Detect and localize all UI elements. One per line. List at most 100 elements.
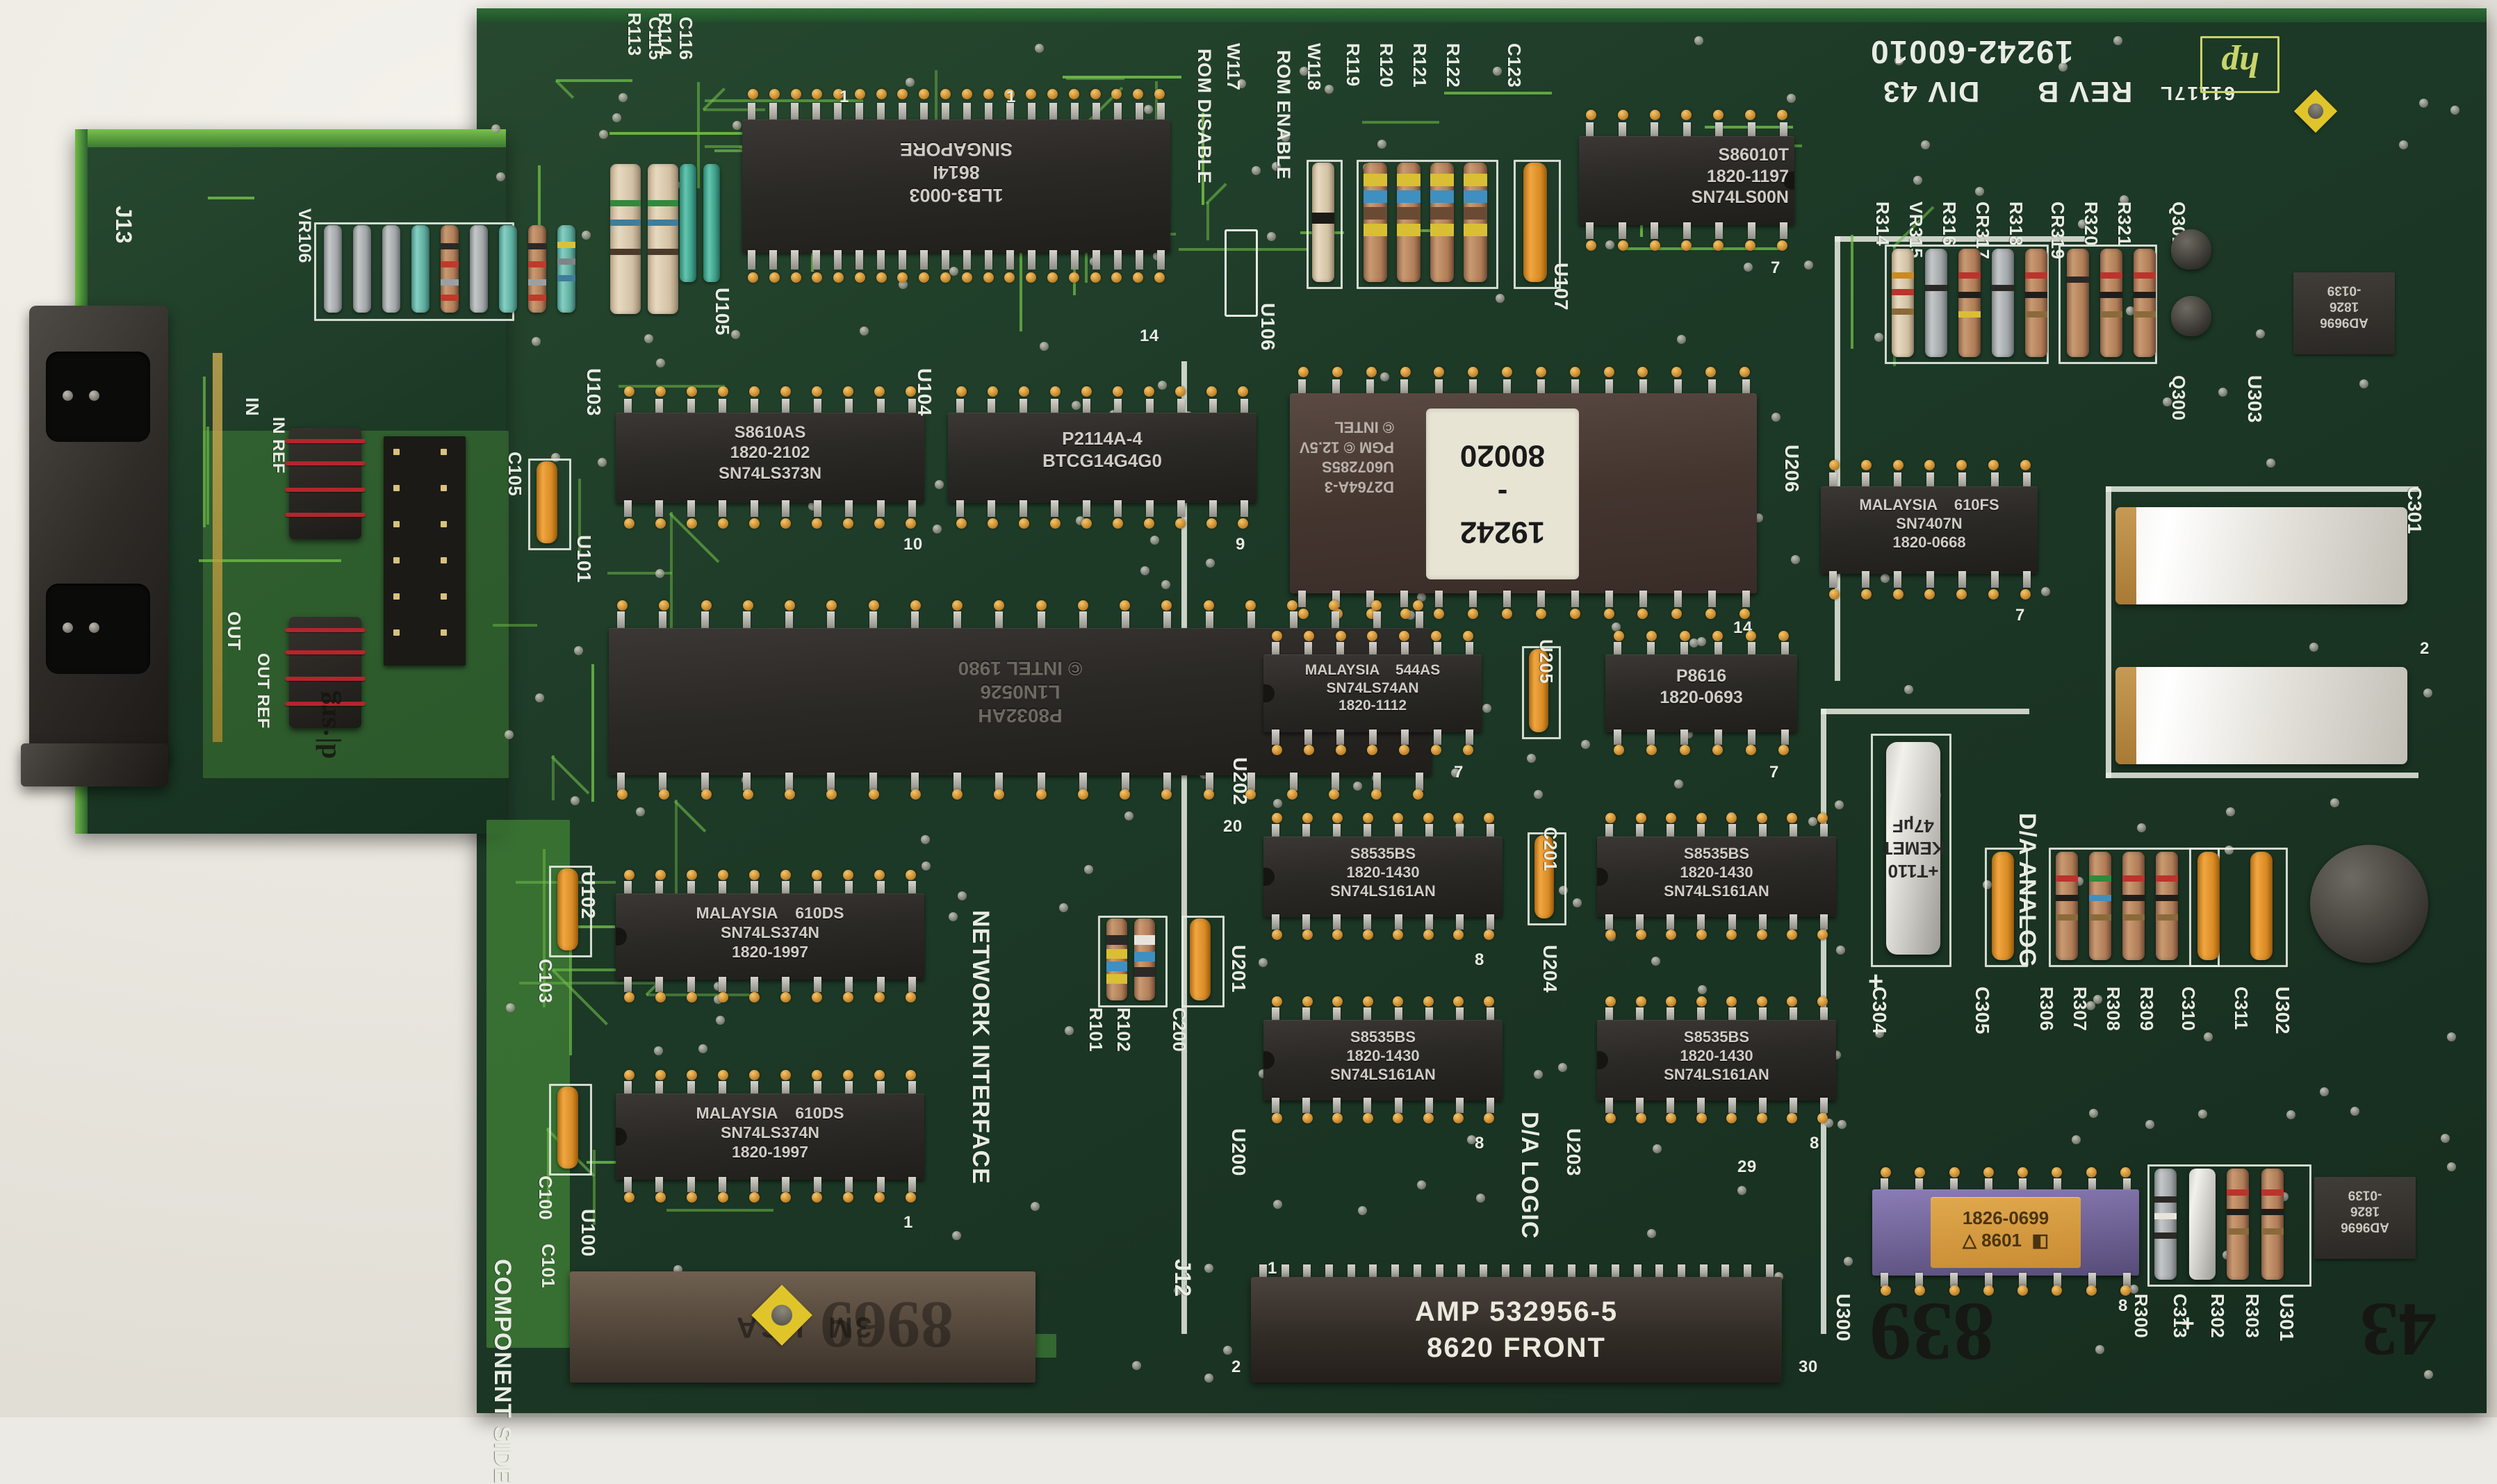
pin-number: 8	[1810, 1134, 1819, 1153]
resistor-r306	[2056, 852, 2078, 960]
solder-pads	[624, 518, 916, 529]
silk-outline-capacitors	[2106, 486, 2111, 778]
ic-u103: S8610AS 1820-2102 SN74LS373N	[616, 413, 924, 503]
solder-pads	[1298, 367, 1750, 377]
ref-c313: C301	[2404, 486, 2425, 534]
ref-r121: R121	[1409, 43, 1430, 88]
resistor-r307	[2089, 852, 2111, 960]
capacitor-c105	[537, 461, 557, 543]
silk-outline-c100	[549, 1084, 592, 1176]
label-rom-disable: ROM DISABLE	[1194, 49, 1215, 184]
solder-pads	[1272, 930, 1494, 940]
ref-r122: R122	[1443, 43, 1464, 88]
ic-pins	[956, 500, 1248, 517]
polarity-plus-c301: +	[2181, 1310, 2195, 1337]
ref-w118: W118	[1304, 43, 1325, 91]
resistor-r119	[1364, 163, 1387, 282]
ref-c305: C305	[1972, 987, 1993, 1034]
solder-pads	[1605, 813, 1828, 823]
ref-u204: U204	[1539, 945, 1561, 993]
ic-u301: AD9696 1826 -0139	[2314, 1177, 2416, 1259]
connector-base	[21, 743, 168, 786]
resistor-r320	[2100, 249, 2122, 357]
board-division: DIV 43	[1882, 76, 1980, 108]
ref-u302: U302	[2272, 987, 2293, 1034]
ic-pins	[1272, 642, 1473, 657]
silk-outline-r101-r102	[1098, 916, 1168, 1007]
handwritten-839: 839	[1869, 1286, 1995, 1378]
capacitor-c200	[1190, 918, 1211, 1000]
resistor-component	[528, 225, 546, 313]
polarity-plus-c304: +	[1868, 967, 1884, 996]
capacitor-c304-tantalum: +T110 KEMET 47µF	[1882, 742, 1945, 955]
solder-pads	[624, 992, 916, 1003]
ref-r303: R303	[2242, 1294, 2263, 1339]
pin-number: 8	[1475, 1134, 1484, 1153]
label-out-ref: OUT REF	[254, 653, 272, 729]
ref-r102: R102	[1113, 1007, 1134, 1053]
ref-u202: U202	[1229, 757, 1251, 805]
ic-pins	[1614, 642, 1789, 657]
ic-pins	[956, 399, 1248, 415]
ic-pins	[1605, 824, 1828, 839]
pin-number: 14	[1140, 327, 1159, 345]
pin-number: 20	[1223, 817, 1243, 836]
ic-pins	[1272, 1007, 1494, 1023]
marker-scrawl: d|·srg	[310, 691, 342, 759]
ref-r120: R120	[1376, 43, 1397, 88]
ref-u105: U105	[712, 288, 733, 336]
ic-u107: S86010T 1820-1197 SN74LS00N	[1579, 136, 1794, 225]
solder-pads	[1586, 110, 1787, 120]
resistor-r300	[2154, 1169, 2177, 1280]
resistor-r114	[648, 164, 678, 314]
ref-c105: C105	[505, 452, 525, 497]
pin-number: 7	[1771, 258, 1780, 277]
solder-pads	[956, 386, 1248, 397]
silk-outline-c103	[549, 866, 592, 957]
solder-pads	[1881, 1167, 2131, 1178]
diode-cr319	[2067, 249, 2089, 357]
resistor-r121	[1430, 163, 1454, 282]
ic-u303: AD9696 1826 -0139	[2293, 272, 2395, 354]
marker-scrawl: 8969	[820, 1288, 953, 1362]
resistor-r113	[610, 164, 641, 314]
capacitor-c123	[1523, 163, 1547, 282]
capacitor-c116	[703, 164, 720, 282]
resistor-r303	[2261, 1169, 2284, 1280]
diode-component	[382, 225, 400, 313]
connector-j13-3m[interactable]: 3M USA	[570, 1271, 1035, 1383]
ic-u100: MALAYSIA 610DS SN74LS374N 1820-1997	[616, 1094, 924, 1180]
ref-c304: C304	[1869, 987, 1890, 1034]
handwritten-43: 43	[2360, 1287, 2437, 1372]
resistor-component	[441, 225, 459, 313]
resistor-r122	[1464, 163, 1487, 282]
solder-pads	[1614, 631, 1789, 641]
jumper-w117-pads[interactable]	[1225, 229, 1258, 317]
solder-pads	[617, 789, 1423, 800]
capacitor-c203	[1529, 649, 1548, 732]
solder-pads	[1272, 1113, 1494, 1123]
ref-u201: U201	[1228, 945, 1250, 993]
jumper-w118[interactable]	[1312, 163, 1334, 282]
silk-outline-w118	[1307, 160, 1343, 289]
connector-j12-amp[interactable]: AMP 532956-5 8620 FRONT	[1251, 1277, 1782, 1383]
ic-pins	[1586, 122, 1787, 139]
solder-pads	[1829, 460, 2031, 470]
capacitor-c103	[557, 868, 578, 950]
ic-u102: MALAYSIA 610DS SN74LS374N 1820-1997	[616, 893, 924, 980]
silk-outline-c201	[1528, 832, 1566, 925]
capacitor-c115	[680, 164, 696, 282]
ic-u106-eprom: D2764A-3 U607285S PGM © 12.5V © INTEL 19…	[1290, 393, 1757, 593]
solder-pads	[1272, 631, 1473, 641]
ic-pins	[1298, 591, 1750, 607]
ic-u206: MALAYSIA 610FS SN7407N 1820-0668	[1821, 486, 2038, 574]
ref-c200: C200	[1169, 1007, 1190, 1053]
connector-port-upper[interactable]	[46, 352, 150, 442]
pin-header-j13[interactable]	[384, 436, 466, 666]
ref-r314: R314	[1872, 201, 1893, 247]
resistor-r314	[1892, 249, 1914, 357]
connector-port-lower[interactable]	[46, 584, 150, 674]
ic-u204: S8535BS 1820-1430 SN74LS161AN	[1597, 836, 1836, 917]
transistor-q301	[2171, 229, 2211, 270]
ref-u101: U101	[573, 535, 595, 583]
